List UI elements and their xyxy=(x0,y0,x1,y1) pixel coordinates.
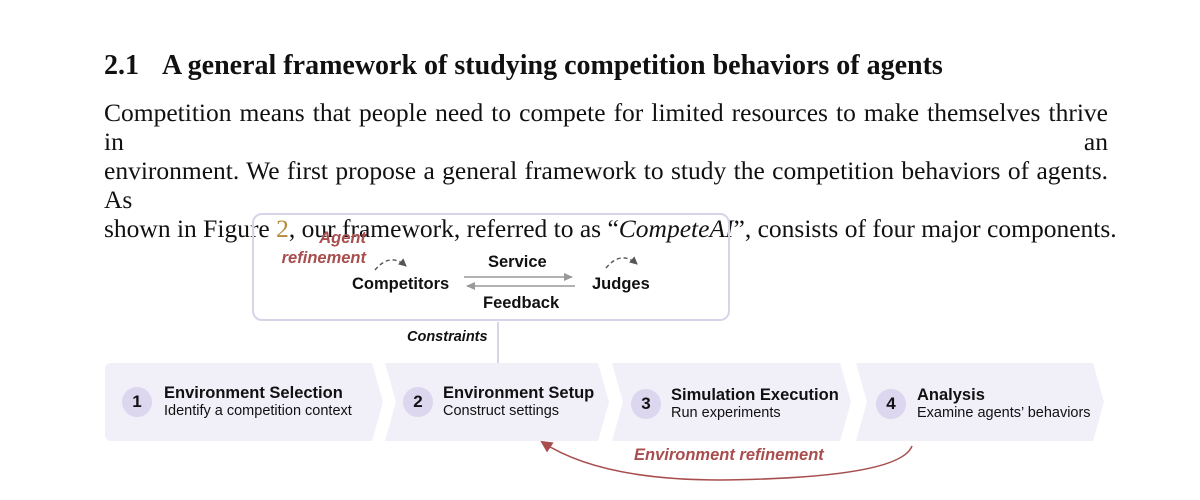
agent-refinement-line-1: Agent xyxy=(319,229,366,247)
step-number-2: 2 xyxy=(403,387,433,417)
step-subtitle-3: Run experiments xyxy=(671,405,781,421)
interaction-box xyxy=(252,213,730,321)
agent-refinement-label: Agent refinement xyxy=(270,228,366,268)
step-title-4: Analysis xyxy=(917,386,985,404)
paragraph-line-2: environment. We first propose a general … xyxy=(104,156,1108,214)
agent-refinement-line-2: refinement xyxy=(281,249,366,267)
competitors-label: Competitors xyxy=(352,275,450,293)
section-title: A general framework of studying competit… xyxy=(162,50,943,81)
step-subtitle-4: Examine agents’ behaviors xyxy=(917,405,1091,421)
text-span: , our framework, referred to as “ xyxy=(288,214,619,243)
judges-label: Judges xyxy=(592,275,650,293)
environment-refinement-arrow xyxy=(540,440,913,481)
step-shape-1 xyxy=(105,363,383,441)
step-subtitle-2: Construct settings xyxy=(443,403,560,419)
judges-loop-arrow xyxy=(605,256,638,269)
step-shape-4 xyxy=(856,363,1104,441)
figure-link[interactable]: 2 xyxy=(276,214,289,243)
paragraph-line-1: Competition means that people need to co… xyxy=(104,98,1108,156)
step-title-3: Simulation Execution xyxy=(671,386,839,404)
feedback-label: Feedback xyxy=(483,294,560,312)
step-title-1: Environment Selection xyxy=(164,384,343,402)
step-shape-3 xyxy=(612,363,851,441)
text-span: ”, consists of four major components. xyxy=(733,214,1117,243)
framework-name: CompeteAI xyxy=(618,214,734,243)
paragraph-line-3: shown in Figure 2, our framework, referr… xyxy=(104,214,1117,243)
step-shape-2 xyxy=(385,363,609,441)
step-subtitle-1: Identify a competition context xyxy=(164,403,352,419)
section-number: 2.1 xyxy=(104,50,139,81)
step-number-1: 1 xyxy=(122,387,152,417)
constraints-label: Constraints xyxy=(407,329,488,345)
paragraph: Competition means that people need to co… xyxy=(104,98,1117,243)
competitor-loop-arrow xyxy=(374,258,407,271)
environment-refinement-label: Environment refinement xyxy=(634,446,824,464)
text-span: shown in Figure xyxy=(104,214,277,243)
step-title-2: Environment Setup xyxy=(443,384,595,402)
section-heading: 2.1 A general framework of studying compe… xyxy=(104,50,943,82)
step-number-3: 3 xyxy=(631,389,661,419)
service-label: Service xyxy=(488,253,547,271)
step-number-4: 4 xyxy=(876,389,906,419)
